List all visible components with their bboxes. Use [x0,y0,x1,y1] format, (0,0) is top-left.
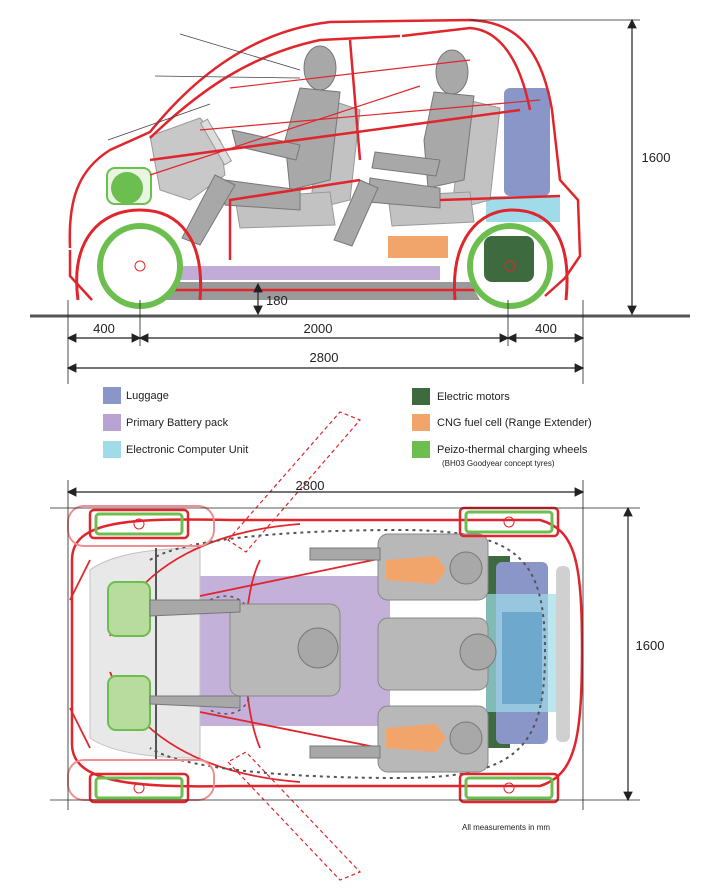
width-label-top: 1600 [636,638,665,653]
top-view: 2800 1600 [50,411,665,881]
legend-swatch-wheels [412,441,430,458]
battery-pack-side [150,266,440,280]
front-wheel-side [97,223,183,309]
front-module-core [111,172,143,204]
cng-top-right [386,724,446,752]
figures-top [149,547,497,759]
legend-label-motors: Electric motors [437,391,510,403]
legend-swatch-ecu [103,441,121,458]
legend-sublabel-wheels: (BH03 Goodyear concept tyres) [442,459,555,468]
front-overhang-label: 400 [93,321,115,336]
luggage-side [504,88,550,196]
door-open-bottom [227,751,362,881]
legend-swatch-battery [103,414,121,431]
overall-length-label-top: 2800 [296,478,325,493]
cng-side [388,236,448,258]
rear-overhang-label: 400 [535,321,557,336]
legend-label-luggage: Luggage [126,390,169,402]
electric-motor-side [484,236,534,282]
dashboard-side [149,117,226,201]
front-module-top-right [107,675,151,731]
cng-top-left [386,556,446,584]
side-view: 1600 180 400 2000 400 2800 [30,18,690,384]
wheels-top [67,505,560,804]
legend-swatch-cng [412,414,430,431]
front-module-top-left [107,581,151,637]
wheelbase-label: 2000 [304,321,333,336]
door-open-top [227,411,362,553]
body-outline-top [70,518,584,788]
legend-label-battery: Primary Battery pack [126,417,229,429]
legend-swatch-motors [412,388,430,405]
front-arch [75,208,203,301]
rear-bumper-top [556,566,570,742]
body-guides-side [149,59,541,176]
legend-swatch-luggage [103,387,121,404]
height-dim-label: 1600 [642,150,671,165]
legend-label-ecu: Electronic Computer Unit [126,444,249,456]
overall-length-label-side: 2800 [310,350,339,365]
extension-lines-side [67,300,584,384]
legend-label-cng: CNG fuel cell (Range Extender) [437,417,592,429]
ecu-side [486,196,560,222]
rear-arch [452,208,569,301]
clearance-dim-label: 180 [266,293,288,308]
body-outline-side [68,18,582,301]
door-swing-path [149,528,547,780]
leader-lines-side [107,33,301,141]
steering-wheel [199,118,233,166]
legend-label-wheels: Peizo-thermal charging wheels [437,444,588,456]
footnote: All measurements in mm [462,823,551,832]
passenger-figure [333,49,475,247]
